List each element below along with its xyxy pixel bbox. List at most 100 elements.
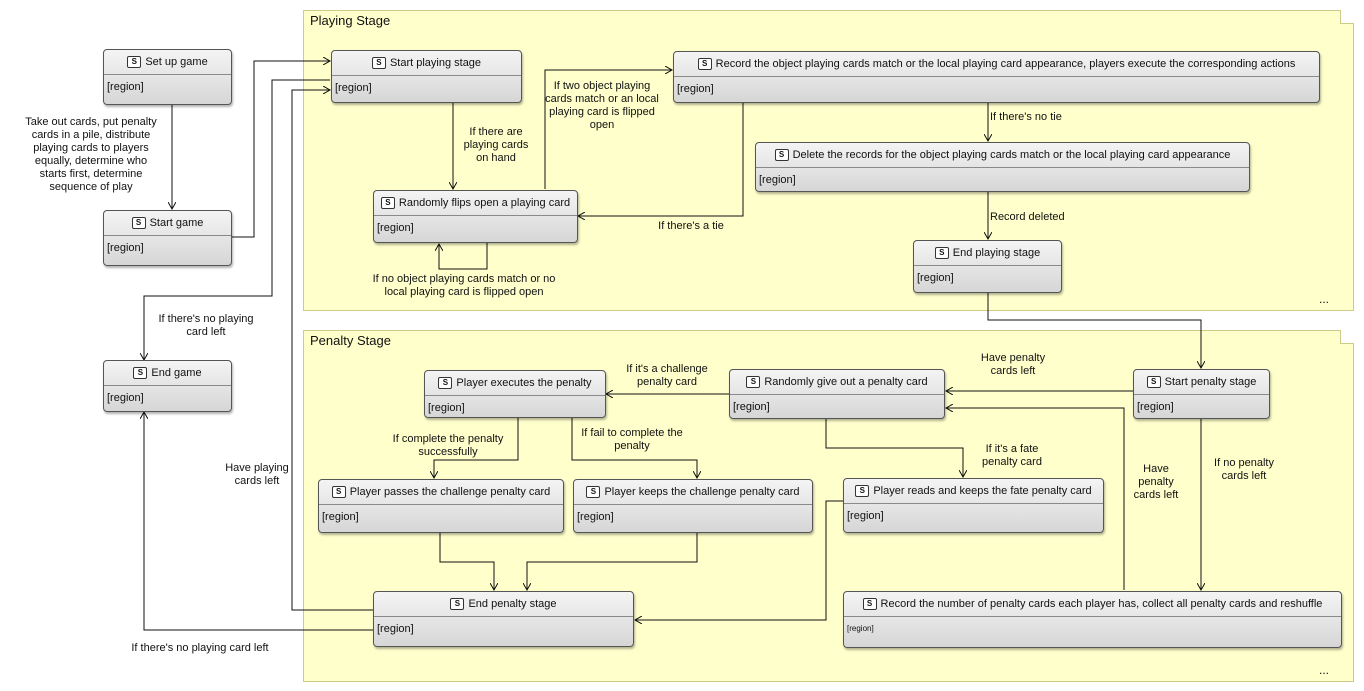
state-icon: S <box>855 485 870 497</box>
wire-execute-to-passes <box>434 418 519 478</box>
state-icon: S <box>131 217 146 229</box>
playing-frame-corner-fold <box>1340 10 1354 24</box>
state-title: Start playing stage <box>389 57 482 69</box>
state-title: Player passes the challenge penalty card <box>349 486 551 498</box>
label-two-match: If two object playing cards match or an … <box>545 80 659 131</box>
wire-start-playing-to-end-game <box>144 79 330 360</box>
playing-stage-title: Playing Stage <box>310 13 391 28</box>
state-icon: S <box>331 486 346 498</box>
state-title: Player executes the penalty <box>456 377 592 389</box>
state-icon: S <box>746 376 761 388</box>
label-fate-card: If it's a fate penalty card <box>982 443 1042 468</box>
state-region: [region] <box>759 174 796 186</box>
state-icon: S <box>371 57 386 69</box>
playing-stage-ellipsis: ... <box>1318 292 1329 306</box>
state-title: Player keeps the challenge penalty card <box>604 486 800 498</box>
state-icon: S <box>697 58 712 70</box>
state-title: End game <box>151 367 202 379</box>
state-title: Randomly flips open a playing card <box>398 197 571 209</box>
state-region: [region] <box>677 83 714 95</box>
state-title: Randomly give out a penalty card <box>764 376 928 388</box>
wire-end-penalty-to-end-game <box>144 412 373 631</box>
label-no-card-left-top: If there's no playing card left <box>158 313 254 338</box>
state-icon: S <box>438 377 453 389</box>
label-setup-to-start: Take out cards, put penalty cards in a p… <box>25 116 157 193</box>
state-region: [region] <box>428 402 465 414</box>
state-icon: S <box>862 598 877 610</box>
wire-start-to-playing <box>231 61 330 238</box>
wire-execute-to-keeps <box>571 418 697 478</box>
label-no-tie: If there's no tie <box>990 111 1062 123</box>
label-have-penalty-left-right: Have penalty cards left <box>1133 463 1179 501</box>
label-have-penalty-left-top: Have penalty cards left <box>980 352 1046 377</box>
label-challenge-card: If it's a challenge penalty card <box>626 363 708 388</box>
wire-flip-self-loop <box>439 243 488 270</box>
state-icon: S <box>133 367 148 379</box>
state-title: Record the object playing cards match or… <box>715 58 1296 70</box>
state-icon: S <box>127 56 142 68</box>
wire-keeps-to-end-penalty <box>527 533 698 590</box>
state-region: [region] <box>107 392 144 404</box>
wire-flip-to-record <box>544 70 672 189</box>
label-no-match: If no object playing cards match or no l… <box>372 273 556 298</box>
state-title: End penalty stage <box>468 598 557 610</box>
wire-record-number-to-give <box>946 408 1125 590</box>
state-region: [region] <box>847 624 874 633</box>
label-fail-complete: If fail to complete the penalty <box>581 427 683 452</box>
state-icon: S <box>380 197 395 209</box>
label-has-cards-on-hand: If there are playing cards on hand <box>463 126 529 164</box>
wire-reads-to-end-penalty <box>635 500 844 620</box>
state-title: Start penalty stage <box>1164 376 1257 388</box>
state-icon: S <box>450 598 465 610</box>
penalty-stage-ellipsis: ... <box>1318 663 1329 677</box>
label-record-deleted: Record deleted <box>990 211 1065 223</box>
wire-end-penalty-to-start-playing <box>291 90 373 611</box>
state-region: [region] <box>107 81 144 93</box>
label-tie: If there's a tie <box>658 220 724 232</box>
state-region: [region] <box>847 510 884 522</box>
label-have-playing-left: Have playing cards left <box>225 462 289 487</box>
state-title: Record the number of penalty cards each … <box>880 598 1323 610</box>
wire-passes-to-end-penalty <box>439 533 494 590</box>
state-region: [region] <box>577 511 614 523</box>
wire-give-to-reads <box>825 419 963 477</box>
penalty-frame-corner-fold <box>1340 330 1354 344</box>
state-title: Set up game <box>145 56 208 68</box>
state-icon: S <box>1146 376 1161 388</box>
state-region: [region] <box>917 272 954 284</box>
wire-end-playing-to-start-penalty <box>987 293 1201 368</box>
state-icon: S <box>774 149 789 161</box>
state-region: [region] <box>107 242 144 254</box>
state-title: End playing stage <box>952 247 1041 259</box>
